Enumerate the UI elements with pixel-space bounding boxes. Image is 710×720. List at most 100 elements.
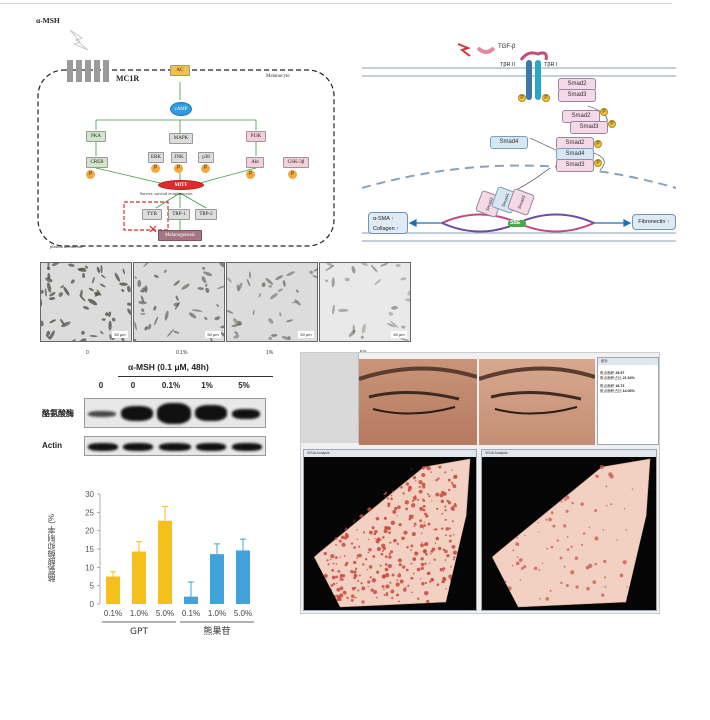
face-photo [479,359,595,445]
receptor-icon [67,60,109,82]
mitf-node: MITF [158,180,204,190]
msh-pathway-diagram: α-MSH MC1R Melanocyte AC cAMP PKA CREB P… [30,8,350,249]
gsk-node: GSK-3β [283,157,309,168]
jnk-node: JNK [171,152,187,163]
blot-band [159,443,191,451]
bar [184,596,198,604]
phospho-icon: P [608,120,616,128]
nuclear-envelope [361,164,677,189]
y-tick-label: 0 [90,600,95,609]
x-tick-label: 5.0% [234,609,252,618]
y-tick-label: 25 [85,508,94,517]
trp1-node: TRP-1 [168,209,190,220]
phospho-icon: P [151,164,160,173]
western-blot-bracket [118,376,273,377]
ligand-icon [457,43,471,57]
analysis-window-1: VISIA Analysis [303,449,477,611]
blot-row-label: Actin [42,441,62,450]
window-title: VISIA Analysis [482,450,656,457]
blot-band [195,405,227,421]
top-divider [0,3,672,4]
phospho-icon: P [288,170,297,179]
tgf-pathway-lines [361,43,677,242]
bar [210,554,224,604]
inhibition-cross-icon [149,225,157,233]
y-tick-label: 30 [85,490,94,499]
stat-row: 斑点面积占比 14.06% [600,389,635,393]
tyrosinase-blot [84,398,266,428]
phospho-icon: P [542,94,550,102]
blot-band [121,406,153,421]
scale-bar: 50 μm [205,331,221,338]
micrograph-label: 1% [266,350,274,356]
micrograph-image: 50 μm [133,262,225,342]
survival-text: Survive, survival in melanocytes [140,191,193,196]
phospho-icon: P [246,170,255,179]
group-label: 熊果苷 [203,625,230,637]
blot-band [88,411,116,417]
ac-node: AC [170,65,190,76]
lightning-icon [69,29,89,51]
up-arrow-icon: ↑ [667,219,670,225]
blot-band [196,443,226,451]
blot-band [232,409,260,419]
bar [236,550,250,604]
receptor-complex-icon [519,51,548,100]
micrograph-image: 50 μm [226,262,318,342]
tgf-pathway-diagram: TGF-β TβR II TβR I P P Smad2 Smad3 Smad2… [360,38,680,248]
receptor-1-label: TβR I [544,62,558,68]
cell-label: Melanocyte [266,74,290,79]
y-tick-label: 20 [85,527,94,536]
bar [132,551,146,604]
lane-label: 0.1% [161,381,181,390]
asma-label: α-SMA [373,216,390,222]
membrane-label: plasma membrane [50,244,83,249]
micrograph-image: 50 μm [319,262,411,342]
trp2-node: TRP-2 [195,209,217,220]
stats-window-title: 统计 [598,358,658,365]
phospho-icon: P [518,94,526,102]
phospho-icon: P [594,140,602,148]
smad3-node: Smad3 [556,159,594,172]
phospho-icon: P [86,170,95,179]
pi3k-node: PI3K [246,131,266,142]
stat-row: 斑点面积占比 21.34% [600,376,635,380]
msh-label: α-MSH [36,16,60,25]
melanogenesis-node: Melanogenesis [158,230,202,241]
up-arrow-icon: ↑ [396,226,399,232]
receptor-label: MC1R [116,74,140,83]
left-sidebar [301,353,359,443]
phospho-icon: P [600,108,608,116]
smad4-node: Smad4 [490,136,528,149]
x-tick-label: 0.1% [104,609,122,618]
window-title: VISIA Analysis [304,450,476,457]
akt-node: Akt [246,157,264,168]
stats-window: 统计 斑点面积 28.57 斑点面积占比 21.34% 斑点面积 18.73 斑… [597,357,659,445]
stat-row: 斑点面积 28.57 [600,371,625,375]
bar [158,520,172,604]
pka-node: PKA [86,131,106,142]
collagen-label: Collagen [373,226,395,232]
x-tick-label: 5.0% [156,609,174,618]
tyr-node: TYR [142,209,162,220]
smad3-node: Smad3 [558,89,596,102]
x-tick-label: 1.0% [208,609,226,618]
stats-table: 斑点面积 28.57 斑点面积占比 21.34% 斑点面积 18.73 斑点面积… [598,365,658,394]
lane-label: 0 [130,381,136,390]
scale-bar: 50 μm [298,331,314,338]
lane-label: 1% [201,381,213,390]
up-arrow-icon: ↑ [391,216,394,222]
phospho-icon: P [174,164,183,173]
micrograph-label: 0.1% [176,350,188,356]
p38-node: p38 [198,152,214,163]
western-blot-title: α-MSH (0.1 μM, 48h) [128,362,209,372]
blot-band [157,403,191,424]
micrograph-label: 0 [86,350,89,356]
scale-bar: 50 μm [112,331,128,338]
x-tick-label: 1.0% [130,609,148,618]
camp-node: cAMP [170,102,192,116]
erk-node: ERK [148,152,164,163]
y-tick-label: 10 [85,563,94,572]
